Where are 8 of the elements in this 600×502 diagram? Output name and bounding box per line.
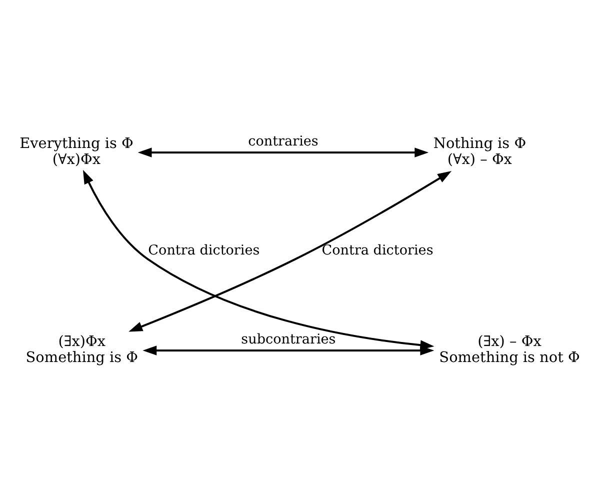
edge-label: contraries [248,132,318,149]
edge-label: Contra dictories [148,242,260,258]
edge-label: subcontraries [241,330,336,347]
node-text: (∃x)Φx Something is Φ [26,333,138,366]
node-text: (∃x) – Φx Something is not Φ [439,333,580,366]
node-text: Nothing is Φ (∀x) – Φx [433,135,526,168]
node-text: Everything is Φ (∀x)Φx [20,135,134,168]
edge-label: Contra dictories [322,242,434,258]
